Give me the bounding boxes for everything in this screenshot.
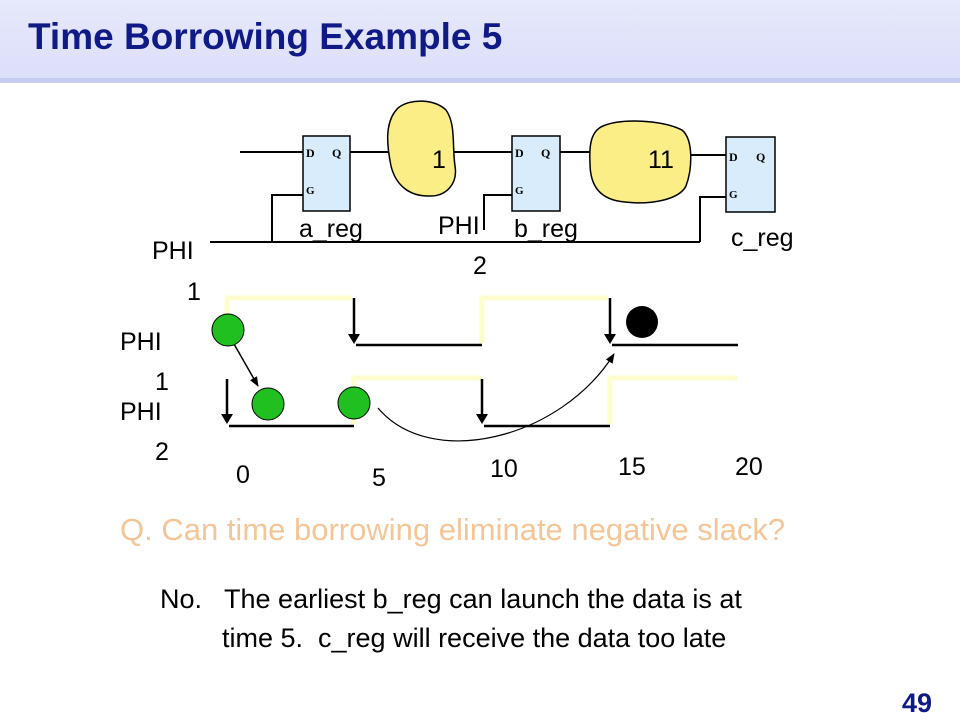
a-reg-pin-g: G — [306, 185, 315, 197]
answer-line-2: time 5. c_reg will receive the data too … — [222, 623, 727, 653]
b-reg-pin-d: D — [515, 146, 524, 160]
logic-delay-2: 11 — [648, 146, 674, 174]
time-tick-15: 15 — [618, 453, 646, 481]
logic-delay-1: 1 — [432, 146, 446, 174]
answer-line-1: No. The earliest b_reg can launch the da… — [160, 584, 742, 614]
time-tick-10: 10 — [490, 455, 518, 483]
phi1-fall-arrow-1 — [348, 334, 360, 344]
c-reg-pin-g: G — [729, 189, 738, 201]
time-tick-5: 5 — [372, 464, 386, 492]
b-reg: D Q G — [511, 135, 561, 212]
logic-blob-1 — [386, 100, 457, 197]
a-reg-box — [302, 135, 351, 212]
phi2-mid-number: 2 — [473, 252, 487, 280]
c-reg-pin-q: Q — [756, 150, 765, 164]
a-reg-label: a_reg — [299, 215, 363, 243]
phi1-waveform — [352, 298, 738, 347]
phi2-high-1-highlight — [351, 375, 482, 424]
b-reg-label: b_reg — [514, 215, 578, 243]
late-arrival-arrow — [377, 353, 615, 442]
a-to-launch-arrow — [233, 343, 259, 387]
c-reg-label: c_reg — [731, 224, 794, 252]
a-reg-data-event — [211, 313, 245, 347]
c-reg-pin-d: D — [729, 150, 738, 164]
b-reg-pin-g: G — [515, 185, 524, 197]
page-number: 49 — [902, 688, 933, 718]
title-bar: Time Borrowing Example 5 — [0, 0, 960, 83]
b-reg-pin-q: Q — [541, 146, 550, 160]
phi2-wave-label: PHI — [120, 398, 162, 426]
a-reg-pin-q: Q — [332, 146, 341, 160]
phi1-top-label: PHI — [152, 237, 194, 265]
c-gate-wire — [699, 196, 726, 242]
phi1-wave-label: PHI — [120, 328, 162, 356]
phi2-high-2-highlight — [607, 375, 738, 424]
a-gate-wire — [271, 194, 303, 242]
phi2-fall-arrow-1 — [221, 414, 233, 424]
time-tick-0: 0 — [236, 461, 250, 489]
logic-blob-2 — [589, 120, 692, 204]
a-reg-pin-d: D — [306, 146, 315, 160]
phi1-fall-arrow-2 — [604, 334, 616, 344]
c-reg-capture-event — [626, 306, 658, 338]
phi2-mid-label: PHI — [438, 212, 480, 240]
b-reg-earliest-event — [251, 387, 285, 421]
slide-title: Time Borrowing Example 5 — [28, 16, 503, 57]
b-gate-wire — [483, 194, 512, 230]
question-text: Q. Can time borrowing eliminate negative… — [120, 512, 786, 547]
phi2-waveform — [225, 379, 610, 428]
phi2-fall-arrow-2 — [476, 414, 488, 424]
time-tick-20: 20 — [735, 453, 763, 481]
b-reg-box — [511, 135, 561, 212]
c-reg: D Q G — [725, 136, 776, 213]
phi1-wave-number: 1 — [155, 368, 169, 396]
phi1-high-1-highlight — [224, 295, 352, 343]
a-reg: D Q G — [302, 135, 351, 212]
c-reg-box — [725, 136, 776, 213]
phi1-top-number: 1 — [187, 278, 201, 306]
b-reg-launch-event — [337, 386, 371, 420]
phi1-high-2-highlight — [479, 295, 608, 343]
circuit-wires — [210, 151, 726, 243]
phi2-wave-number: 2 — [155, 438, 169, 466]
